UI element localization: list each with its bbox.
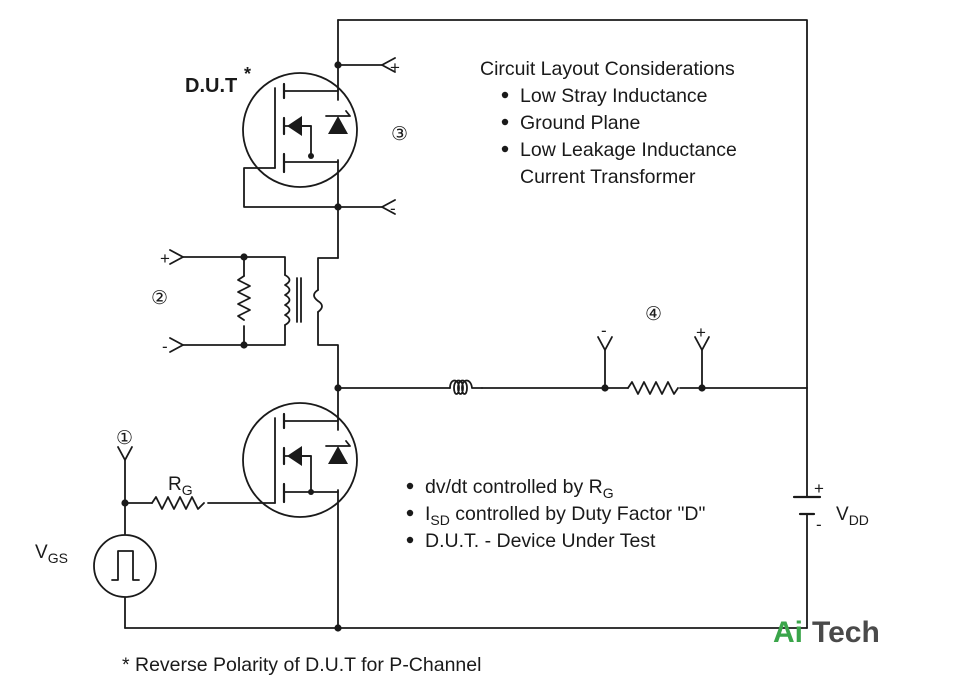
note-1: dv/dt controlled by RG — [425, 476, 614, 501]
marker-1: ① — [116, 428, 133, 449]
rg-label: RG — [168, 474, 193, 498]
layout-considerations: Circuit Layout Considerations Low Stray … — [480, 58, 737, 188]
junction-dot — [308, 489, 314, 495]
load-inductor — [449, 379, 483, 395]
footnote: * Reverse Polarity of D.U.T for P-Channe… — [122, 654, 481, 676]
terminal-1-probe — [117, 446, 133, 461]
bullet — [501, 118, 509, 126]
ct-wire-bottom — [317, 311, 339, 389]
driver-mosfet-circle — [242, 402, 358, 518]
ct-sense-resistor — [237, 275, 251, 321]
junction-dot — [308, 153, 314, 159]
junction-dot — [240, 253, 248, 261]
vdd-label: VDD — [836, 504, 869, 528]
driver-diode-triangle — [328, 446, 348, 464]
dut-label: D.U.T — [185, 75, 237, 97]
junction-dot — [334, 203, 342, 211]
terminal-3-minus-sign: - — [390, 199, 396, 218]
pulse-waveform-icon — [111, 550, 140, 581]
ct-wire-top — [317, 257, 339, 291]
ct-primary-bottom-wire — [182, 324, 286, 346]
dut-diode-bar — [325, 110, 351, 117]
terminal-2-plus-sign: + — [160, 249, 170, 268]
terminal-2-plus-probe — [169, 249, 184, 265]
terminal-3-plus-probe — [381, 57, 396, 73]
vgs-source-circle — [93, 534, 157, 598]
terminal-3-plus-sign: + — [390, 58, 400, 77]
top-right-loop-wire — [337, 19, 808, 389]
terminal-2-minus-sign: - — [162, 337, 168, 356]
vgs-pulse-source — [93, 534, 157, 598]
dut-gate-short-wire — [243, 167, 339, 208]
junction-dot — [121, 499, 129, 507]
junction-dot — [240, 341, 248, 349]
junction-dot — [334, 624, 342, 632]
driver-mosfet-symbol — [242, 402, 358, 518]
operating-notes: dv/dt controlled by RG ISD controlled by… — [406, 476, 705, 552]
terminal-4-minus-probe — [597, 336, 613, 351]
terminal-4-minus-sign: - — [601, 321, 607, 340]
terminal-2-minus-probe — [169, 337, 184, 353]
note-2: ISD controlled by Duty Factor "D" — [425, 503, 705, 528]
logo-tech-text: Tech — [812, 616, 880, 649]
bullet — [501, 145, 509, 153]
marker-4: ④ — [645, 304, 662, 325]
dut-mosfet-circle — [242, 72, 358, 188]
note-3: D.U.T. - Device Under Test — [425, 530, 656, 552]
considerations-title: Circuit Layout Considerations — [480, 58, 735, 80]
vdd-battery — [792, 495, 822, 516]
dut-asterisk: * — [244, 64, 251, 84]
aitech-logo: Ai Tech — [773, 616, 880, 649]
logo-ai-text: Ai — [773, 616, 803, 649]
consideration-item-3-cont: Current Transformer — [520, 166, 696, 188]
vgs-label: VGS — [35, 542, 68, 566]
terminal-4-plus-sign: + — [696, 323, 706, 342]
ct-primary-top-wire — [182, 256, 286, 276]
consideration-item-3: Low Leakage Inductance — [520, 139, 737, 161]
junction-dot — [334, 61, 342, 69]
vdd-plus-sign: + — [814, 479, 824, 498]
driver-diode-bar — [325, 440, 351, 447]
bullet — [406, 509, 414, 517]
bullet — [501, 91, 509, 99]
bullet — [406, 536, 414, 544]
junction-dot — [334, 384, 342, 392]
probe-terminals — [117, 57, 710, 461]
marker-3: ③ — [391, 124, 408, 145]
junction-dot — [601, 384, 609, 392]
ct-primary-coil — [284, 274, 291, 326]
driver-body-arrow — [287, 446, 302, 466]
current-transformer — [237, 274, 323, 326]
bullet — [406, 482, 414, 490]
dut-diode-triangle — [328, 116, 348, 134]
junction-dot — [698, 384, 706, 392]
rg-resistor — [151, 496, 205, 510]
consideration-item-1: Low Stray Inductance — [520, 85, 708, 107]
ct-secondary-coil — [313, 289, 323, 313]
marker-2: ② — [151, 288, 168, 309]
consideration-item-2: Ground Plane — [520, 112, 640, 134]
dut-body-arrow — [287, 116, 302, 136]
vdd-minus-sign: - — [816, 515, 822, 534]
terminal-3-minus-probe — [381, 199, 396, 215]
current-sense-resistor — [627, 381, 679, 395]
terminal-4-plus-probe — [694, 336, 710, 351]
ct-core — [296, 277, 302, 323]
junction-dots — [121, 61, 706, 632]
dut-mosfet-symbol — [242, 72, 358, 188]
